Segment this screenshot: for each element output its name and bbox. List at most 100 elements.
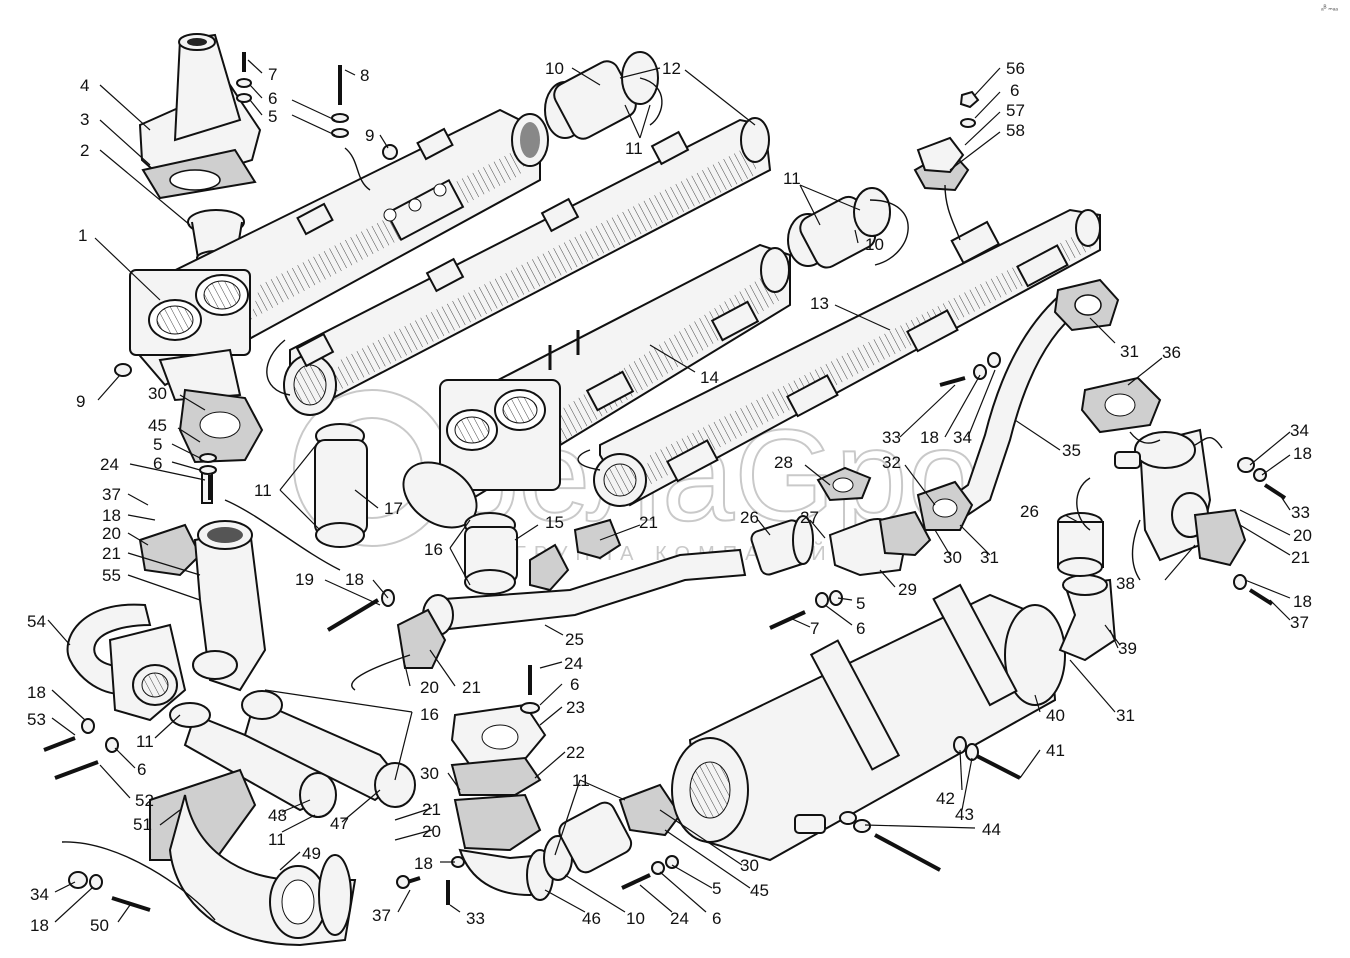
- callout-label: 36: [1162, 343, 1181, 362]
- callout-label: 18: [102, 506, 121, 525]
- callout-label: 10: [626, 909, 645, 928]
- callout-label: 6: [1010, 81, 1019, 100]
- water-manifold-rear: [439, 243, 791, 502]
- callout-label: 2: [80, 141, 89, 160]
- callout-label: 15: [545, 513, 564, 532]
- callout-label: 5: [153, 435, 162, 454]
- callout-label: 42: [936, 789, 955, 808]
- callout-label: 47: [330, 814, 349, 833]
- coupling-sleeve-middle: [787, 187, 891, 269]
- callout-label: 5: [712, 879, 721, 898]
- washers: [68, 78, 1267, 890]
- callout-label: 11: [572, 771, 590, 790]
- thermostat-gasket: [141, 148, 257, 200]
- callout-label: 20: [1293, 526, 1312, 545]
- callout-label: 16: [424, 540, 443, 559]
- callout-label: 33: [1291, 503, 1310, 522]
- callout-label: 21: [1291, 548, 1310, 567]
- callout-label: 21: [462, 678, 481, 697]
- callout-label: 37: [372, 906, 391, 925]
- callout-label: 6: [712, 909, 721, 928]
- callout-label: 30: [943, 548, 962, 567]
- callout-label: 37: [102, 485, 121, 504]
- callout-label: 34: [953, 428, 972, 447]
- callout-label: 40: [1046, 706, 1065, 725]
- callout-label: 9: [365, 126, 374, 145]
- blank-flange: [913, 90, 980, 192]
- callout-label: 16: [420, 705, 439, 724]
- bolts: [43, 52, 1287, 912]
- callout-label: 53: [27, 710, 46, 729]
- callout-label: 44: [982, 820, 1001, 839]
- callout-label: 18: [920, 428, 939, 447]
- callout-label: 31: [1120, 342, 1139, 361]
- callout-label: 18: [30, 916, 49, 935]
- callout-label: 41: [1046, 741, 1065, 760]
- gasket-28: [816, 466, 872, 502]
- bent-pipe: [916, 278, 1120, 531]
- callout-label: 21: [639, 513, 658, 532]
- callout-label: 18: [27, 683, 46, 702]
- callout-label: 57: [1006, 101, 1025, 120]
- callout-label: 19: [295, 570, 314, 589]
- connecting-tube-17: [314, 423, 368, 548]
- flange-23: [450, 703, 547, 766]
- callout-label: 21: [422, 800, 441, 819]
- callout-label: 29: [898, 580, 917, 599]
- water-manifold-front: [129, 108, 549, 402]
- callout-label: 55: [102, 566, 121, 585]
- callout-label: 54: [27, 612, 46, 631]
- callout-label: 6: [268, 89, 277, 108]
- water-manifold-middle: [283, 117, 772, 416]
- callout-label: 38: [1116, 574, 1135, 593]
- callout-label: 11: [625, 139, 643, 158]
- callout-label: 18: [414, 854, 433, 873]
- callout-label: 11: [136, 732, 154, 751]
- sleeve-26: [750, 515, 814, 576]
- callout-label: 33: [882, 428, 901, 447]
- callout-label: 18: [1293, 592, 1312, 611]
- callout-label: 37: [1290, 613, 1309, 632]
- callout-label: 45: [148, 416, 167, 435]
- callout-label: 43: [955, 805, 974, 824]
- callout-label: 20: [420, 678, 439, 697]
- elbow-39: [1058, 574, 1117, 662]
- callout-label: 4: [80, 76, 89, 95]
- callout-label: 31: [980, 548, 999, 567]
- callout-label: 35: [1062, 441, 1081, 460]
- callout-label: 30: [420, 764, 439, 783]
- elbow-29: [828, 510, 932, 577]
- callout-label: 14: [700, 368, 719, 387]
- callout-label: 6: [570, 675, 579, 694]
- callout-label: 58: [1006, 121, 1025, 140]
- callout-label: 48: [268, 806, 287, 825]
- callout-label: 10: [545, 59, 564, 78]
- callout-label: 45: [750, 881, 769, 900]
- callout-label: 32: [882, 453, 901, 472]
- callout-label: 17: [384, 499, 403, 518]
- oil-cooler: [671, 583, 1066, 862]
- callout-label: 24: [564, 654, 583, 673]
- assembly-paths: [61, 77, 1223, 921]
- callout-label: 6: [856, 619, 865, 638]
- outlet-housing-right: [1080, 376, 1247, 567]
- callout-label: 13: [810, 294, 829, 313]
- callout-label: 39: [1118, 639, 1137, 658]
- inlet-housing-left: [138, 388, 267, 692]
- coupling-sleeve-lower: [543, 783, 682, 881]
- callout-label: 8: [360, 66, 369, 85]
- callout-label: 5: [268, 107, 277, 126]
- leader-lines: [47, 59, 1291, 923]
- callout-label: 10: [865, 235, 884, 254]
- callout-label: 30: [148, 384, 167, 403]
- callout-label: 28: [774, 453, 793, 472]
- callout-label: 5: [856, 594, 865, 613]
- callout-label: 33: [466, 909, 485, 928]
- callout-label: 11: [254, 481, 272, 500]
- connecting-tube-16: [241, 690, 416, 808]
- callout-label: 11: [783, 169, 801, 188]
- callout-label: 24: [670, 909, 689, 928]
- callout-label: 24: [100, 455, 119, 474]
- callout-label: 49: [302, 844, 321, 863]
- callout-labels: 4 3 2 1 9 7 6 5 8 6 5 9 10 12 11 56 6 57…: [27, 59, 1312, 935]
